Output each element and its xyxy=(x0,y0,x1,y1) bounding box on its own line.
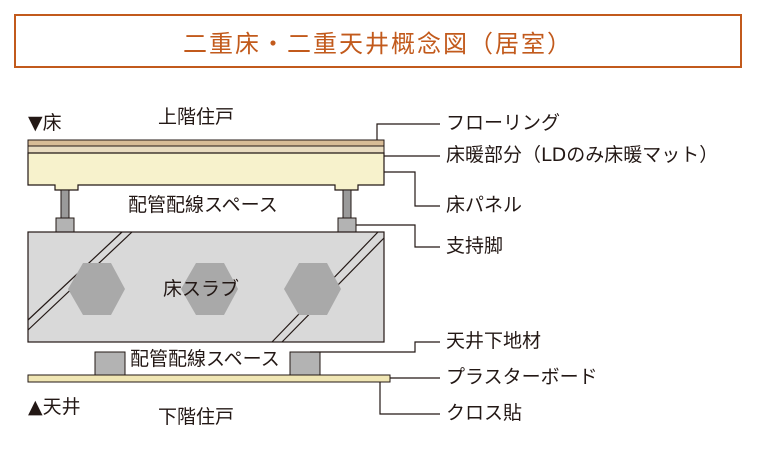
ceiling-marker: ▲天井 xyxy=(28,398,81,417)
piping-space-upper-label: 配管配線スペース xyxy=(128,194,278,216)
slab-hexagon-center xyxy=(181,263,238,315)
slab-label: 床スラブ xyxy=(163,278,240,300)
piping-space-lower-label: 配管配線スペース xyxy=(128,348,282,370)
slab-hexagon-right xyxy=(284,263,341,315)
down-triangle-icon: ▼ xyxy=(28,112,43,134)
callout-support-leg: 支持脚 xyxy=(446,235,504,257)
ceiling-joist-left xyxy=(94,351,126,376)
title-box: 二重床・二重天井概念図（居室） xyxy=(14,14,742,68)
upper-unit-label: 上階住戸 xyxy=(158,106,235,128)
floor-marker-label: 床 xyxy=(42,112,62,134)
ceiling-joist-right xyxy=(289,351,321,376)
slab-hexagon-left xyxy=(68,263,125,315)
floor-heating-layer xyxy=(27,145,385,154)
plasterboard xyxy=(27,374,391,383)
support-leg-left xyxy=(55,189,75,233)
callout-flooring: フローリング xyxy=(446,112,561,134)
floor-marker: ▼床 xyxy=(28,114,62,133)
ceiling-marker-label: 天井 xyxy=(42,396,81,418)
callout-lines xyxy=(310,123,440,415)
lower-unit-label: 下階住戸 xyxy=(158,406,235,428)
flooring-layer xyxy=(27,139,385,147)
callout-ceiling-joist: 天井下地材 xyxy=(446,330,542,352)
up-triangle-icon: ▲ xyxy=(28,396,43,418)
diagram-title: 二重床・二重天井概念図（居室） xyxy=(183,29,573,58)
callout-floor-heating: 床暖部分（LDのみ床暖マット） xyxy=(446,144,719,166)
callout-cloth: クロス貼 xyxy=(446,402,523,424)
callout-plasterboard: プラスターボード xyxy=(446,366,598,388)
floor-panel xyxy=(27,152,385,191)
callout-floor-panel: 床パネル xyxy=(446,194,523,216)
support-leg-right xyxy=(337,189,357,233)
